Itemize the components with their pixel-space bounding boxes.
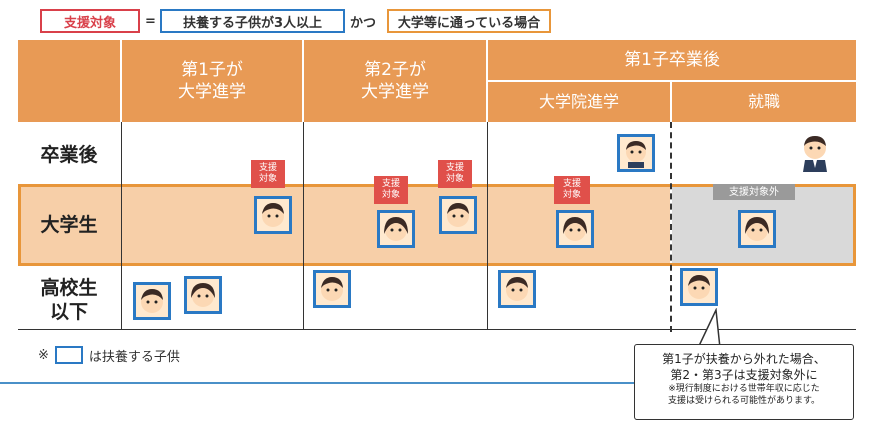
row-label-graduated: 卒業後	[40, 144, 98, 166]
support-tag: 支援 対象	[374, 176, 408, 204]
row-label-university: 大学生	[40, 214, 98, 236]
legend-equals: =	[145, 13, 156, 29]
callout-line1: 第1子が扶養から外れた場合、	[662, 352, 826, 366]
header-dashed-divider	[670, 84, 672, 120]
header-corner	[18, 40, 120, 122]
child-icon	[556, 210, 594, 248]
child-icon	[133, 282, 171, 320]
legend-condition-children: 扶養する子供が3人以上	[160, 9, 345, 33]
support-tag: 支援 対象	[438, 160, 472, 188]
grid-line	[487, 122, 488, 330]
footnote-mark: ※	[38, 347, 49, 363]
university-band-outline	[18, 184, 856, 266]
footnote-text: は扶養する子供	[88, 349, 180, 365]
header-employment: 就職	[672, 82, 856, 122]
row-label-highschool: 高校生 以下	[40, 277, 98, 323]
legend-conjunction: かつ	[350, 15, 377, 31]
callout-pointer	[697, 308, 721, 348]
callout-line2: 第2・第3子は支援対象外に	[670, 368, 818, 382]
child-box-sample	[54, 346, 83, 364]
grid-dashed-line	[670, 122, 672, 332]
child-icon	[184, 276, 222, 314]
legend-condition-university: 大学等に通っている場合	[387, 9, 551, 33]
child-icon	[254, 196, 292, 234]
support-tag: 支援 対象	[554, 176, 590, 204]
working-adult-icon	[796, 134, 834, 172]
child-icon	[498, 270, 536, 308]
callout-note-line2: 支援は受けられる可能性があります。	[667, 396, 821, 406]
child-icon	[439, 196, 477, 234]
not-support-tag: 支援対象外	[713, 184, 795, 200]
child-icon	[738, 210, 776, 248]
bottom-divider	[0, 382, 640, 384]
header-divider	[488, 81, 856, 82]
footnote: ※ は扶養する子供	[38, 344, 180, 366]
header-after-graduation: 第1子卒業後	[488, 40, 856, 80]
child-icon	[377, 210, 415, 248]
callout-note-line1: ※現行制度における世帯年収に応じた	[668, 384, 820, 394]
child-icon	[617, 134, 655, 172]
header-first-child: 第1子が 大学進学	[122, 40, 302, 122]
callout-note: 第1子が扶養から外れた場合、 第2・第3子は支援対象外に ※現行制度における世帯…	[634, 344, 854, 420]
legend-support-target: 支援対象	[40, 9, 140, 33]
header-second-child: 第2子が 大学進学	[304, 40, 486, 122]
support-tag: 支援 対象	[251, 160, 285, 188]
grid-line	[303, 122, 304, 330]
header-grad-school: 大学院進学	[488, 82, 670, 122]
grid-line	[121, 122, 122, 330]
grid-bottom-line	[18, 329, 856, 330]
child-icon	[680, 268, 718, 306]
child-icon	[313, 270, 351, 308]
